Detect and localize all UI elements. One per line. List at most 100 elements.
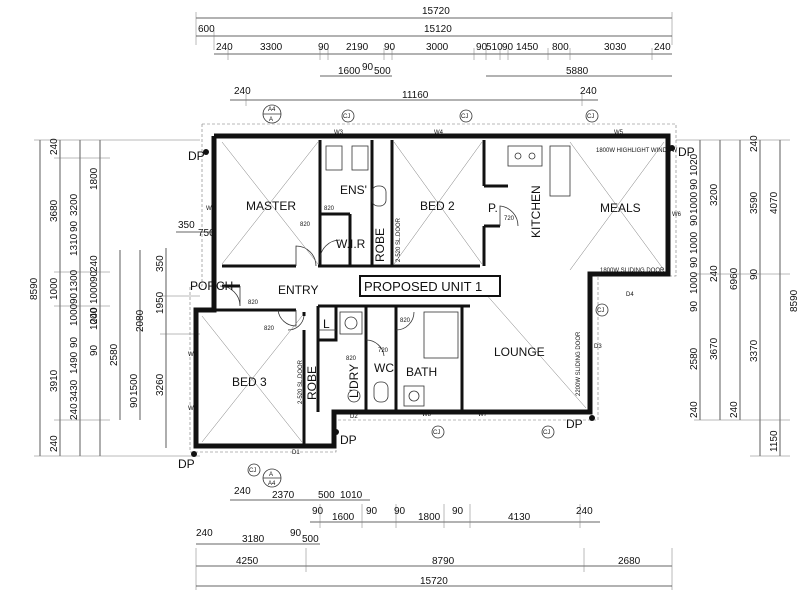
control-joint-label: CJ [597,308,604,314]
dim-right-3200: 3200 [709,183,720,206]
room-entry: ENTRY [278,283,318,297]
dim-left-90a: 90 [69,220,80,232]
dim-left-2580: 2580 [109,343,120,366]
room-pantry: P. [488,201,498,215]
dim-left-1000b: 1000 [69,303,80,326]
dim-left-8590: 8590 [29,277,40,300]
dim-left-1950: 1950 [155,291,166,314]
dim-right-3670: 3670 [709,337,720,360]
unit-title-box [359,275,501,297]
downpipe-label: DP [178,457,195,471]
dim-right-240b: 240 [709,265,720,282]
dim-bot-2370: 2370 [272,490,295,501]
dim-right-4070: 4070 [769,191,780,214]
plan-notes: 1800W HIGHLIGHT WINDOW 1800W SLIDING DOO… [298,148,678,404]
dim-right-1150: 1150 [769,430,780,452]
bottom-dimensions: 240 2370 500 1010 90 1600 90 90 1800 90 … [195,486,673,590]
downpipe-markers: DP DP DP DP DP [178,145,695,471]
room-robe-2: ROBE [305,366,319,400]
dim-right-90b: 90 [689,214,700,226]
dim-left-3200: 3200 [69,193,80,216]
dim-left-1000d: 1000 [89,307,100,330]
section-markers: A4 A A A4 [262,104,282,488]
dim-left-240c: 240 [69,403,80,420]
dim-left-240d: 240 [89,255,100,272]
dim-bot-240c: 240 [196,528,213,539]
control-joint-label: CJ [461,114,468,120]
external-walls [193,133,671,449]
dim-top-11160: 11160 [402,90,429,101]
unit-title: PROPOSED UNIT 1 [364,279,482,294]
door-tag: D3 [594,344,602,350]
dim-right-3590: 3590 [749,191,760,214]
dim-right-90a: 90 [689,178,700,190]
dim-left-1500: 1500 [129,373,140,396]
dim-right-2580: 2580 [689,347,700,370]
room-bed2: BED 2 [420,199,455,213]
note-robe-door-upper: 2-520 SL.DOOR [396,217,402,262]
top-dimensions: 15720 600 15120 240 3300 90 2190 90 3000… [195,6,673,106]
control-joint-label: CJ [543,430,550,436]
dim-left-90c: 90 [69,336,80,348]
dim-left-240b: 240 [49,435,60,452]
door-swings [219,205,519,357]
control-joint-label: CJ [433,430,440,436]
dim-left-90f: 90 [129,396,140,408]
window-tags: W1 W1 W2 W3 W4 W5 W6 W7 W8 D1 D2 D3 D4 8… [188,130,682,456]
room-master: MASTER [246,199,296,213]
room-bath: BATH [406,365,437,379]
door-size-tag: 720 [378,348,389,354]
dim-right-90e: 90 [749,268,760,280]
room-robe-1: ROBE [373,228,387,262]
dim-top-15120: 15120 [424,24,452,35]
section-sheet-label: A4 [268,481,276,487]
door-size-tag: 820 [264,326,275,332]
dim-top-510: 510 [486,42,503,53]
right-dimensions: 1020 90 1000 90 1000 90 1000 90 2580 240… [676,135,800,457]
downpipe-label: DP [566,417,583,431]
dim-top-90d: 90 [502,42,514,53]
dim-top-1450: 1450 [516,42,539,53]
door-size-tag: 820 [324,206,335,212]
dim-bot-1800: 1800 [418,512,441,523]
left-dimensions: 8590 240 3680 1000 3910 240 3200 90 1310… [29,138,216,457]
room-labels: MASTER ENS' W.I.R ROBE BED 2 P. KITCHEN … [190,183,641,400]
control-joint-markers: CJ CJ CJ CJ CJ CJ CJ [247,109,609,477]
dim-left-3260: 3260 [155,373,166,396]
door-size-tag: 820 [248,300,259,306]
dim-bot-240a: 240 [234,486,251,497]
dim-right-6960: 6960 [729,267,740,290]
room-kitchen: KITCHEN [529,185,543,238]
door-size-tag: 820 [300,222,311,228]
window-tag: W4 [434,130,444,136]
dim-top-240b: 240 [654,42,671,53]
window-tag: W1 [188,352,198,358]
dim-right-240c: 240 [749,135,760,152]
note-sliding-door-lounge: 2200W SLIDING DOOR [576,331,582,396]
window-tag: W5 [614,130,624,136]
dim-top-2190: 2190 [346,42,369,53]
dim-top-240a: 240 [216,42,233,53]
room-meals: MEALS [600,201,641,215]
window-tag: W3 [334,130,344,136]
door-size-tag: 720 [504,216,515,222]
dim-bot-1600: 1600 [332,512,355,523]
downpipe-label: DP [678,145,695,159]
window-tag: W7 [478,412,488,418]
dim-bot-8790: 8790 [432,556,455,567]
note-sliding-door-meals: 1800W SLIDING DOOR [600,268,665,274]
dim-left-1000c: 1000 [89,281,100,304]
downpipe-label: DP [340,433,357,447]
section-letter-label: A [269,117,273,123]
dim-top-90b: 90 [384,42,396,53]
dim-top-1600: 1600 [338,66,361,77]
door-tag: D1 [292,450,300,456]
dim-top-90e: 90 [362,62,374,73]
dim-left-2080: 2080 [135,309,146,332]
door-size-tag: 820 [400,318,411,324]
dim-top-240c: 240 [234,86,251,97]
dim-top-3000: 3000 [426,42,449,53]
dim-left-3680: 3680 [49,199,60,222]
ceiling-diagonals [201,141,665,443]
